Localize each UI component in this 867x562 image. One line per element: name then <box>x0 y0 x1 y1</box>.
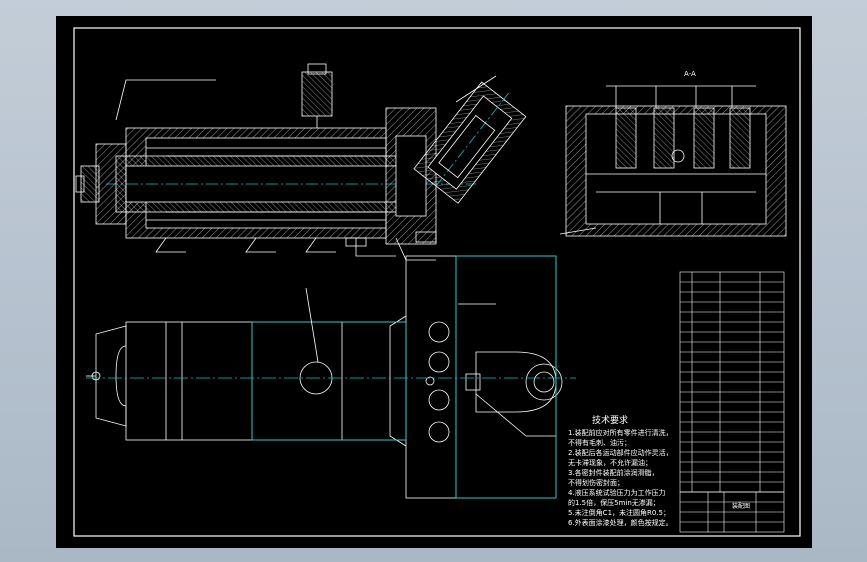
parts-list <box>679 271 785 493</box>
center-lines <box>86 255 576 499</box>
sheet-border <box>73 27 801 537</box>
tech-req-line: 不得划伤密封面； <box>568 479 624 487</box>
tech-req-line: 1.装配前应对所有零件进行清洗， <box>568 429 673 437</box>
tech-req-line: 3.各密封件装配前涂润滑脂， <box>568 469 659 477</box>
drawing-canvas <box>73 27 801 537</box>
tech-req-line: 4.液压系统试验压力为工作压力 <box>568 489 666 497</box>
tech-req-line: 不得有毛刺、油污； <box>568 439 631 447</box>
technical-requirements: 技术要求 1.装配前应对所有零件进行清洗， 不得有毛刺、油污； 2.装配后各运动… <box>568 416 738 528</box>
section-label: A-A <box>684 70 696 78</box>
tech-req-line: 无卡滞现象，不允许漏油； <box>568 459 652 467</box>
tech-req-line: 6.外表面涂漆处理，颜色按规定。 <box>568 519 673 527</box>
cylinder-section-view <box>75 63 527 261</box>
title-block <box>679 491 785 533</box>
tech-req-line: 5.未注倒角C1，未注圆角R0.5； <box>568 509 671 517</box>
tech-req-line: 2.装配后各运动部件应动作灵活， <box>568 449 673 457</box>
drawing-sheet[interactable]: A-A 技术要求 1.装配前应对所有零件进行清洗， 不得有毛刺、油污； 2.装配… <box>56 16 812 548</box>
valve-block-section <box>559 85 787 237</box>
title-block-label: 装配图 <box>732 503 751 510</box>
cylinder-plan-view <box>86 255 563 499</box>
tech-req-title: 技术要求 <box>592 416 629 426</box>
tech-req-line: 的1.5倍，保压5min无渗漏； <box>568 499 660 507</box>
